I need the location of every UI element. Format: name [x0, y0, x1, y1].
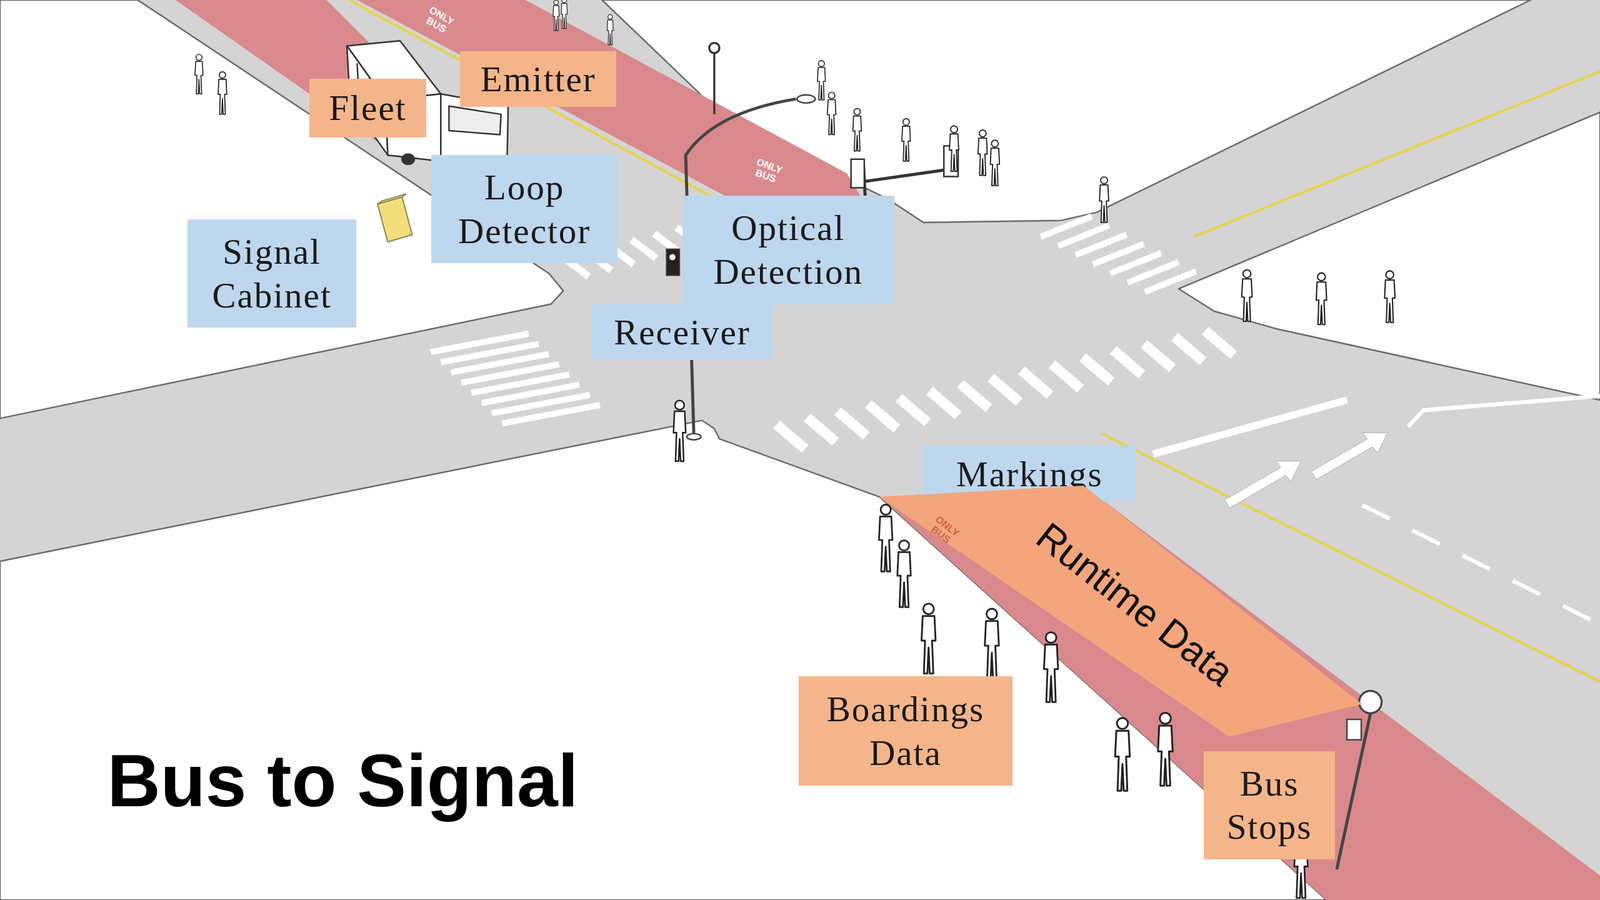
crosswalk	[1082, 356, 1112, 382]
crosswalk	[1051, 364, 1081, 389]
pedestrians	[195, 54, 204, 94]
sign-pole	[709, 43, 720, 115]
crosswalk	[1040, 216, 1196, 292]
label-box: Optical Detection	[682, 195, 895, 304]
center-line	[348, 0, 1600, 682]
crosswalk	[1113, 350, 1142, 375]
street-light	[796, 95, 815, 104]
label-box: Fleet	[309, 78, 427, 139]
bus-stop-sign	[1336, 690, 1382, 870]
label-box: Receiver	[591, 304, 773, 361]
box-label: Fleet	[329, 86, 407, 130]
pedestrians	[1115, 718, 1130, 792]
pedestrians	[978, 130, 988, 176]
center-line	[1193, 71, 1600, 237]
crosswalk	[868, 404, 897, 429]
street-light	[669, 254, 676, 261]
pedestrians	[1384, 270, 1395, 323]
crosswalk	[776, 330, 1234, 449]
box-label: Boardings Data	[806, 687, 1005, 775]
pedestrians	[817, 60, 826, 100]
pedestrians	[985, 608, 1000, 679]
bus-stop-sign	[1336, 704, 1373, 870]
crosswalk	[960, 383, 989, 409]
signal-cabinet	[377, 193, 407, 204]
pedestrians	[990, 140, 1000, 186]
pedestrians	[921, 603, 936, 674]
pedestrians	[553, 0, 560, 31]
box-label: Bus Stops	[1211, 761, 1328, 849]
sign-pole	[709, 43, 720, 54]
label-box: Loop Detector	[431, 155, 618, 264]
crosswalk	[929, 390, 959, 415]
diagram-title: Bus to Signal	[106, 740, 579, 822]
crosswalk	[1143, 343, 1173, 369]
box-label: Emitter	[480, 57, 597, 102]
lane-line	[1153, 395, 1600, 625]
crosswalk	[631, 240, 657, 259]
crosswalk	[806, 417, 836, 442]
lane-arrow	[1311, 432, 1388, 480]
pedestrians	[853, 108, 862, 152]
crosswalk	[1174, 336, 1204, 362]
crosswalk	[430, 333, 600, 424]
pedestrians	[901, 118, 911, 162]
label-box: Signal Cabinet	[187, 219, 357, 328]
street-light	[666, 248, 680, 275]
pedestrians	[218, 71, 227, 115]
pedestrians	[1043, 632, 1059, 703]
signal-cabinet	[377, 193, 413, 242]
box-label: Receiver	[613, 310, 751, 355]
box-label: Loop Detector	[438, 165, 610, 253]
crosswalk	[501, 405, 600, 424]
box-label: Signal Cabinet	[195, 230, 349, 317]
lane-arrow	[1224, 432, 1388, 509]
bus-vehicle	[448, 106, 501, 135]
label-box: Emitter	[460, 51, 617, 108]
crosswalk	[1205, 330, 1234, 355]
sidewalk	[1178, 112, 1600, 400]
label-box: Bus Stops	[1203, 751, 1335, 860]
lane-line	[1153, 400, 1347, 455]
bus-stop-sign	[1346, 719, 1362, 740]
crosswalk	[1021, 370, 1050, 395]
crosswalk	[837, 411, 867, 436]
bus-vehicle	[401, 154, 415, 165]
lane-line	[1408, 395, 1600, 427]
pedestrians	[561, 0, 568, 29]
pedestrians	[1316, 273, 1327, 325]
label-box: Boardings Data	[798, 676, 1013, 786]
pedestrians	[1099, 176, 1109, 223]
pedestrians	[897, 540, 912, 608]
pedestrians	[606, 14, 614, 45]
crosswalk	[898, 398, 928, 423]
pedestrians	[673, 400, 687, 462]
signal-mast	[863, 169, 949, 182]
lane-line	[1362, 505, 1600, 625]
signal-mast	[851, 159, 865, 189]
pedestrians	[878, 504, 893, 572]
pedestrians	[827, 92, 837, 135]
crosswalk	[1145, 271, 1197, 292]
bus-stop-sign	[1359, 690, 1382, 714]
pedestrians	[949, 125, 959, 172]
box-label: Optical Detection	[690, 206, 887, 294]
lane-arrow	[1224, 461, 1301, 509]
pedestrians	[1241, 270, 1253, 322]
crosswalk	[776, 424, 805, 449]
street-light	[686, 433, 702, 440]
crosswalk	[990, 377, 1020, 402]
pedestrians	[1158, 713, 1174, 787]
signal-cabinet	[377, 196, 413, 242]
sign-pole	[713, 53, 715, 115]
